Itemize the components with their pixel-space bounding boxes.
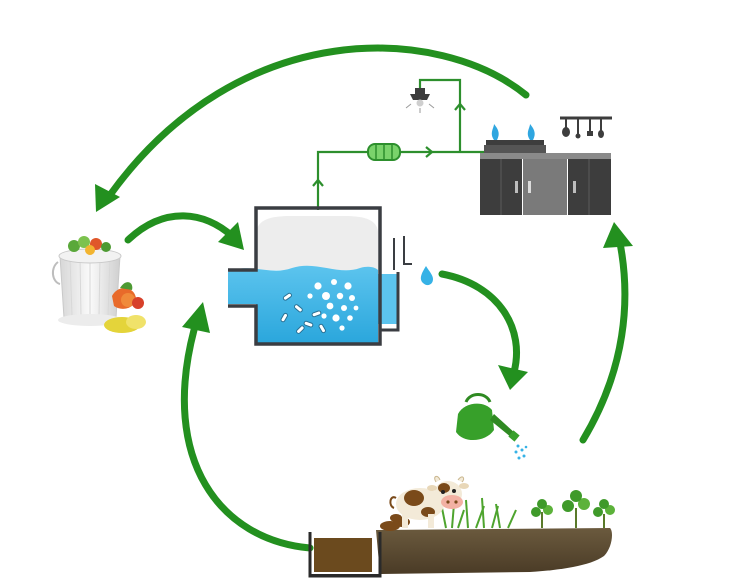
arrow-farm-to-kitchen [579,234,629,444]
cow-icon [389,475,469,528]
arrow-digester-to-fertilizer [438,270,521,376]
gas-filter-icon [367,143,401,161]
pipe-arrow-up-1 [312,178,324,187]
pipe-to-lamp [418,78,462,152]
slurry-pit-icon [308,532,382,578]
pipe-digester-to-kitchen [316,150,370,210]
crop-plants [531,490,615,528]
arrow-slurry-to-digester [180,326,314,552]
biogas-lamp-icon [405,88,435,113]
arrowhead-food-waste-to-digester [218,222,244,250]
arrow-food-waste-to-digester [124,212,236,244]
arrowhead-digester-to-fertilizer [498,365,528,390]
water-droplet-icon [420,266,433,286]
arrowhead-slurry-to-digester [182,302,210,333]
watering-can-icon [456,393,528,460]
gas-stove-kitchen-icon [480,116,612,215]
biogas-digester-tank-icon [228,206,412,346]
farm-field-icon [376,490,615,574]
arrow-kitchen-to-food-waste [106,44,530,199]
food-waste-bin-icon [52,236,146,333]
arrowhead-kitchen-to-food-waste [95,184,120,212]
cycle-arrows [95,44,633,552]
stove-flames-icon [484,124,546,153]
pipe-arrow-up-2 [454,102,466,111]
arrowhead-farm-to-kitchen [603,222,633,248]
pipe-arrow-right [425,146,434,158]
gas-pipe [312,78,488,210]
utensil-rack-icon [560,116,612,139]
